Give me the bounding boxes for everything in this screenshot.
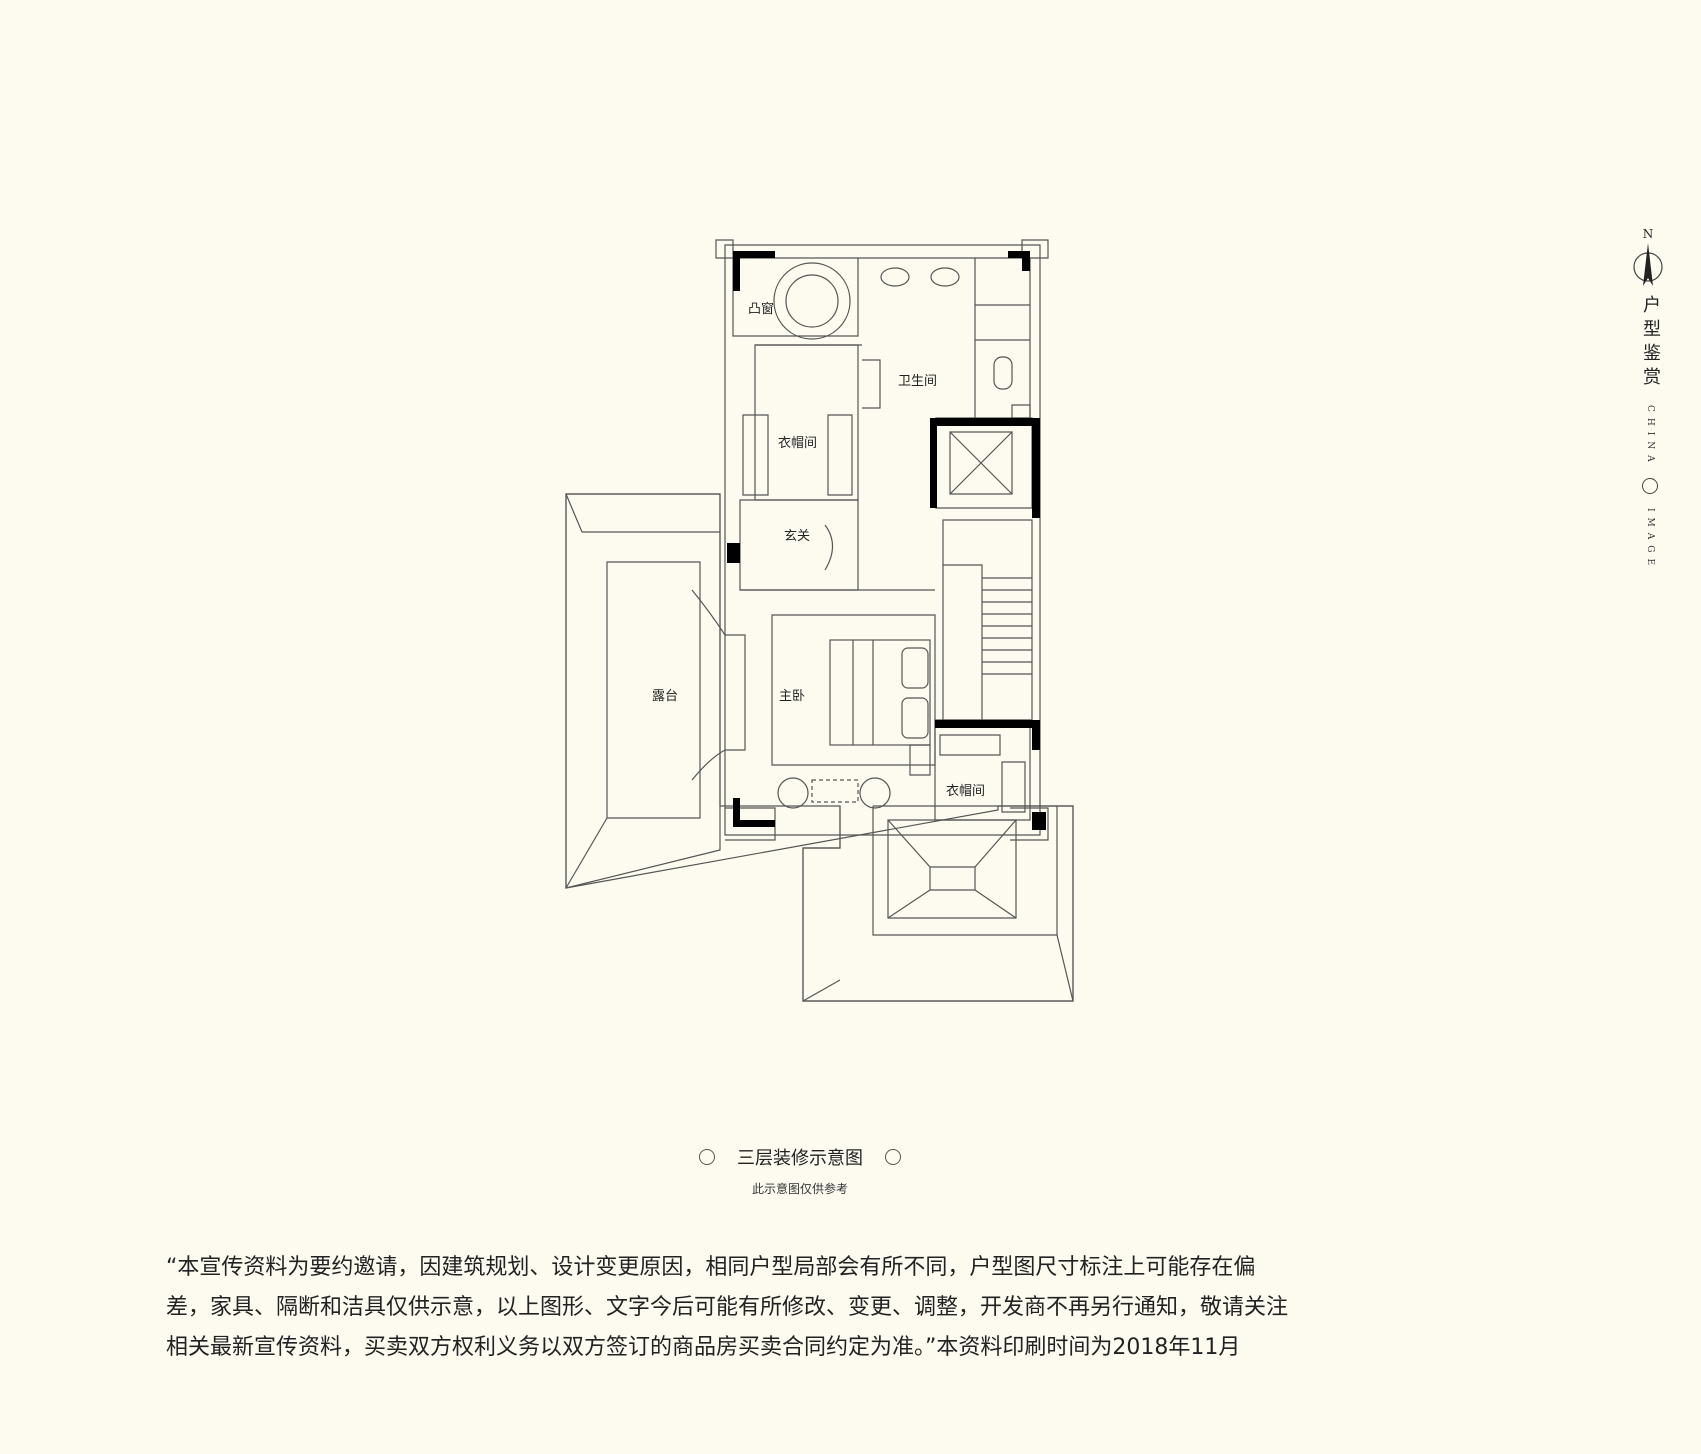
armchair-left [777,777,809,809]
globe-icon [1642,477,1658,494]
svg-text:N: N [1643,227,1654,241]
structural-walls [727,251,1046,830]
terrace-outline [565,493,1074,1002]
circle-left-icon [699,1149,715,1165]
disclaimer-line: “本宣传资料为要约邀请，因建筑规划、设计变更原因，相同户型局部会有所不同，户型图… [166,1255,1256,1280]
room-label-foyer: 玄关 [784,529,810,544]
disclaimer-line: 差，家具、隔断和洁具仅供示意，以上图形、文字今后可能有所修改、变更、调整，开发商… [166,1295,1289,1320]
disclaimer-line: 相关最新宣传资料，买卖双方权利义务以双方签订的商品房买卖合同约定为准。”本资料印… [166,1335,1241,1360]
room-label-closet-upper: 衣帽间 [778,435,817,451]
caption-title: 三层装修示意图 [737,1148,863,1169]
terrace-floor [606,561,701,819]
room-label-closet-lower: 衣帽间 [946,783,985,799]
stairs [942,519,1033,721]
room-label-bathroom: 卫生间 [898,374,937,389]
armchair-right [859,777,891,809]
sidebar-title: 户型鉴赏 [1640,295,1661,391]
compass-icon: N [1633,227,1663,286]
room-label-terrace: 露台 [652,689,678,704]
sink-right [930,267,960,287]
disclaimer: “本宣传资料为要约邀请，因建筑规划、设计变更原因，相同户型局部会有所不同，户型图… [166,1248,1436,1368]
bed [829,639,931,746]
room-label-bay-window: 凸窗 [748,301,774,317]
caption-subtitle: 此示意图仅供参考 [751,1182,848,1196]
sink-left [880,267,910,287]
room-label-master-bedroom: 主卧 [779,689,805,704]
sidebar-english-top: CHINA [1645,405,1655,468]
sidebar: 户型鉴赏 CHINA IMAGE [1630,225,1670,571]
caption: 三层装修示意图 此示意图仅供参考 [0,1144,1600,1197]
circle-right-icon [885,1149,901,1165]
bathtub [773,262,851,340]
sidebar-english-bottom: IMAGE [1645,507,1655,571]
building-outline [724,244,1041,836]
toilet [993,356,1013,390]
